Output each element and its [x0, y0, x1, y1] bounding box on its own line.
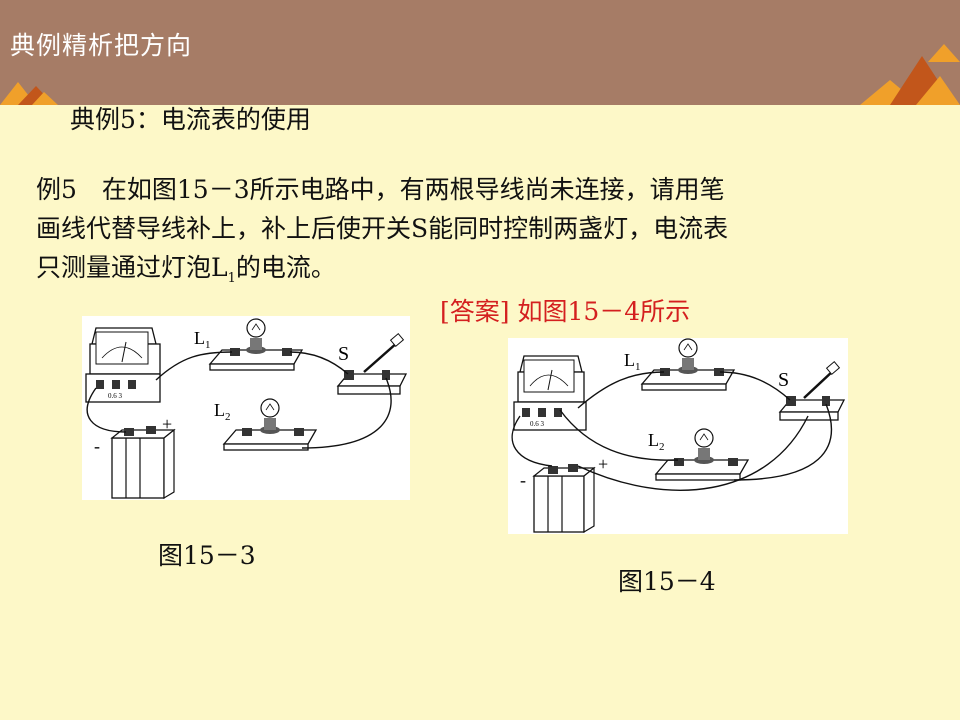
switch-s: [336, 333, 408, 395]
bulb-l2: [222, 398, 318, 451]
header-title: 典例精析把方向: [10, 31, 193, 60]
ammeter-scale-label: 0.6 3: [530, 420, 545, 428]
problem-line-1: 例5 在如图15－3所示电路中，有两根导线尚未连接，请用笔: [36, 175, 725, 204]
label-minus: -: [94, 436, 100, 456]
label-l1: L1: [624, 350, 641, 373]
right-triangle-decoration: [860, 44, 960, 105]
label-s: S: [338, 343, 349, 365]
battery: [110, 426, 176, 500]
circuit-wires: [511, 371, 833, 491]
left-triangle-decoration: [0, 82, 58, 105]
label-l2: L2: [214, 400, 231, 423]
ammeter: 0.6 3: [513, 355, 587, 431]
answer-text: [答案] 如图15－4所示: [440, 297, 691, 326]
problem-line-2: 画线代替导线补上，补上后使开关S能同时控制两盏灯，电流表: [36, 214, 729, 243]
battery: [532, 464, 596, 534]
bulb-l1: [640, 338, 736, 391]
circuit-figure-15-3: 0.6 3: [82, 316, 410, 500]
problem-line-3: 只测量通过灯泡L1的电流。: [36, 253, 336, 286]
label-minus: -: [520, 470, 526, 490]
label-plus: +: [162, 414, 172, 434]
header-bar: 典例精析把方向: [0, 0, 960, 105]
example-title: 典例5：电流表的使用: [70, 105, 311, 134]
bulb-l1: [208, 318, 304, 371]
label-s: S: [778, 369, 789, 391]
bulb-l2: [654, 428, 750, 481]
ammeter-scale-label: 0.6 3: [108, 392, 123, 400]
circuit-figure-15-4: 0.6 3: [508, 338, 848, 534]
label-l1: L1: [194, 328, 211, 351]
problem-text: 例5 在如图15－3所示电路中，有两根导线尚未连接，请用笔 画线代替导线补上，补…: [36, 170, 926, 298]
figure-caption-15-3: 图15－3: [158, 541, 256, 570]
label-l2: L2: [648, 430, 665, 453]
circuit-wires: [86, 351, 392, 449]
figure-caption-15-4: 图15－4: [618, 567, 716, 596]
switch-s: [778, 361, 846, 421]
ammeter: 0.6 3: [85, 327, 161, 403]
label-plus: +: [598, 454, 608, 474]
